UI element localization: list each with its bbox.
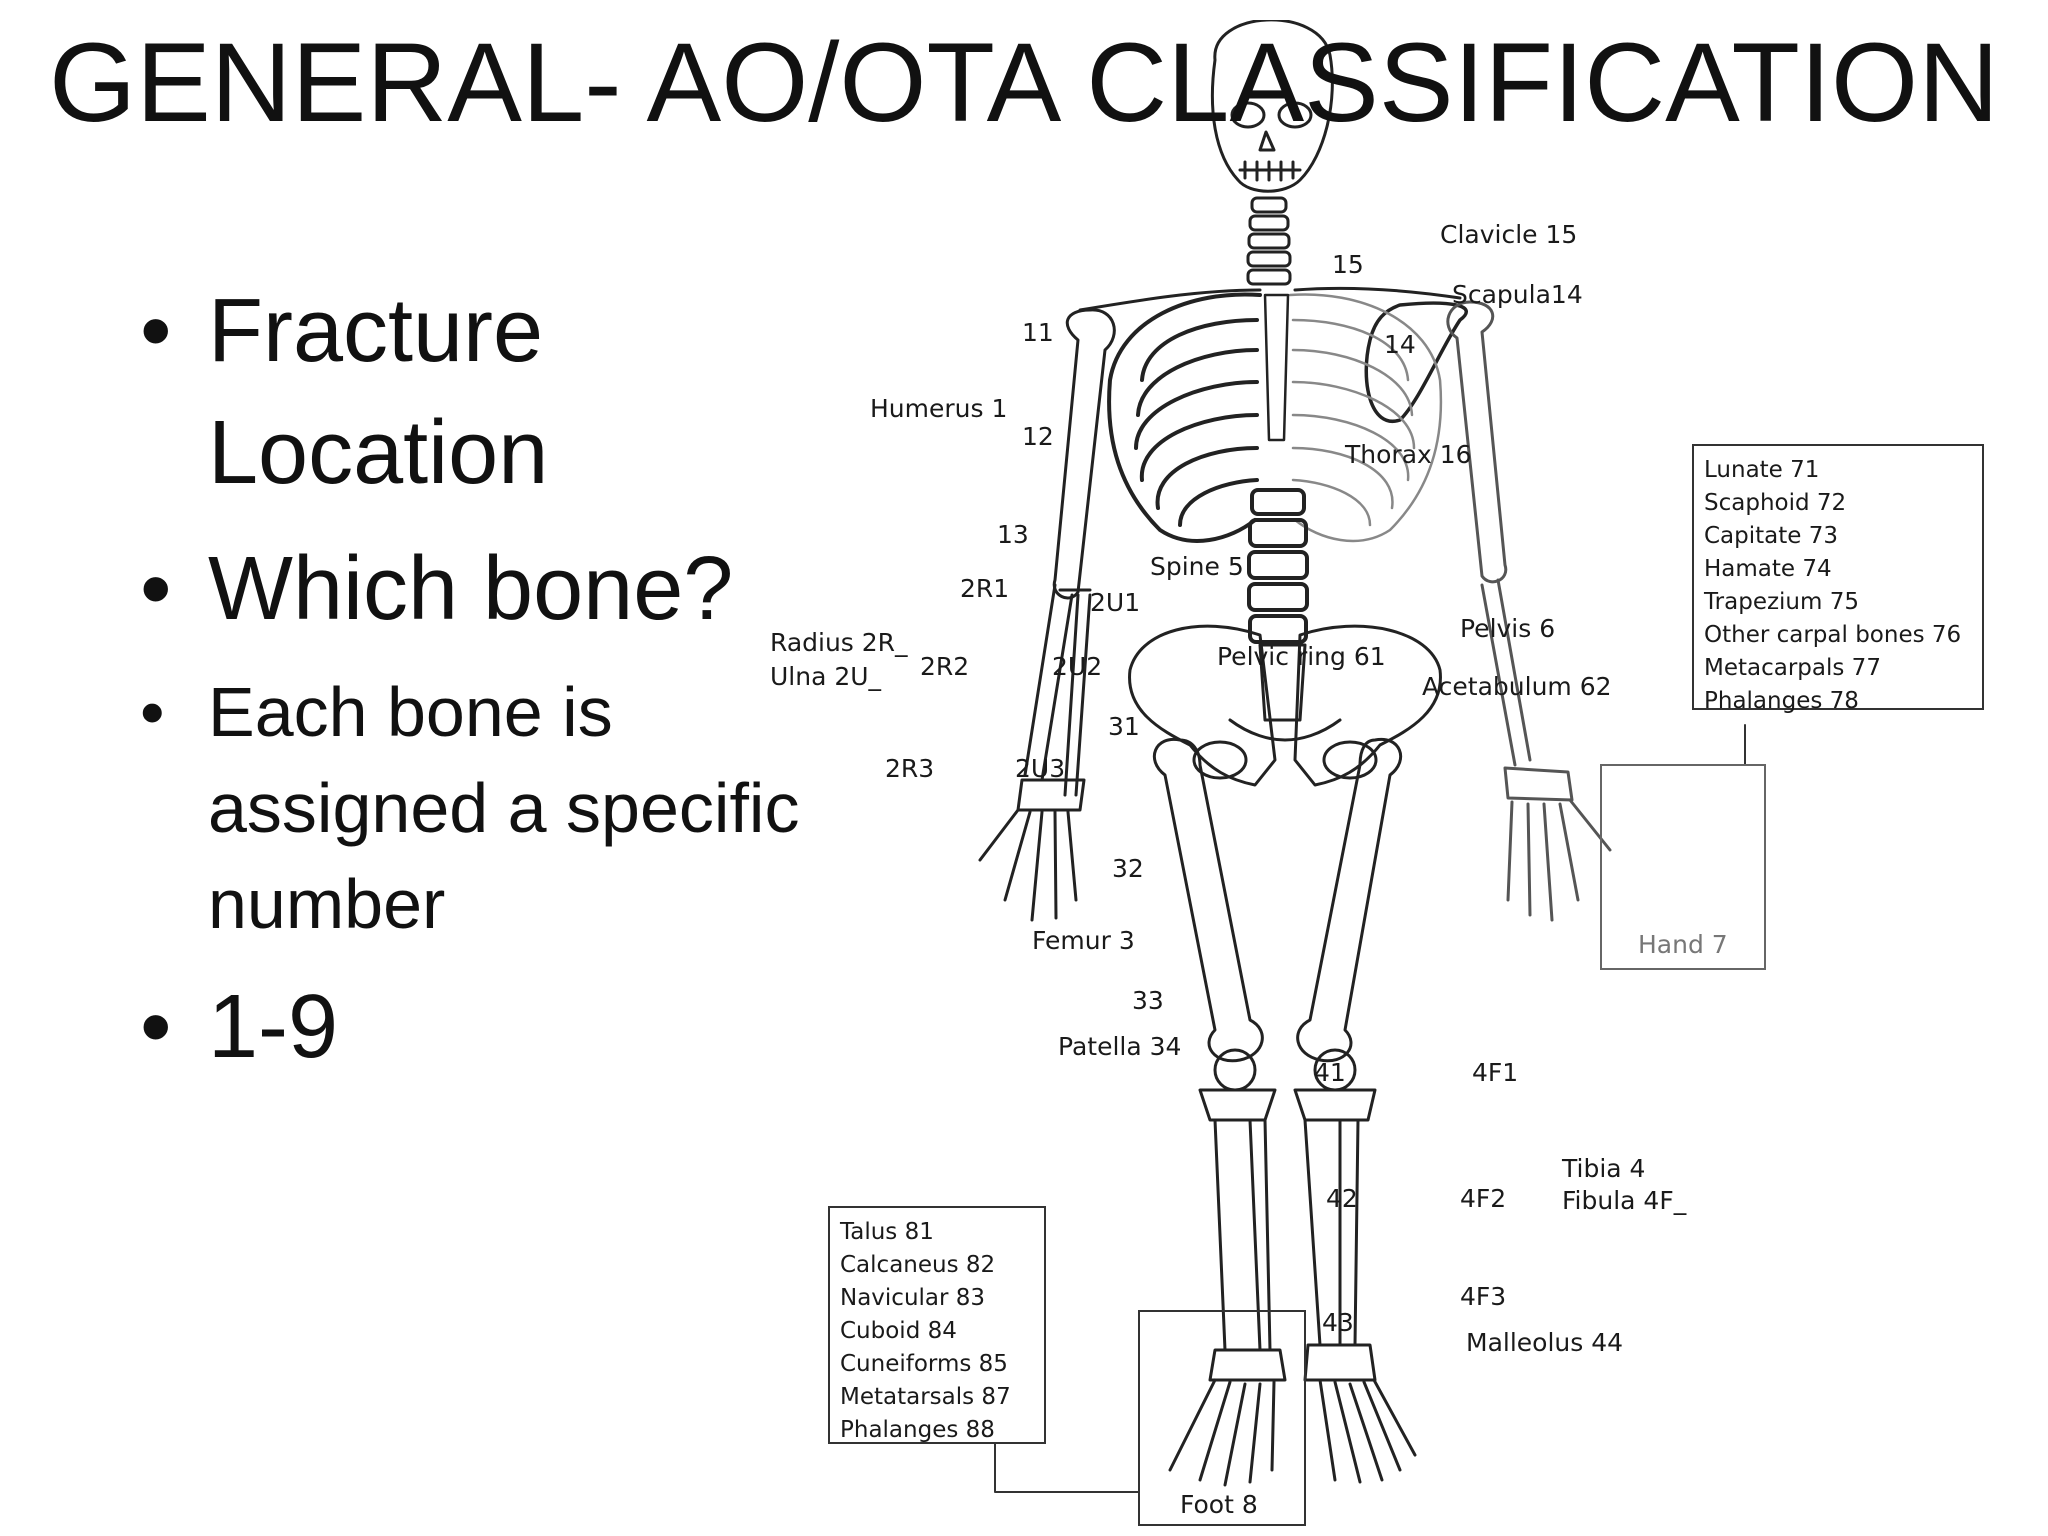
foot-frame (1138, 1310, 1306, 1526)
label-2u3: 2U3 (1015, 754, 1066, 783)
sternum (1263, 293, 1290, 442)
foot-box-connector (994, 1429, 1139, 1493)
label-code-41: 41 (1314, 1058, 1346, 1087)
label-thorax: Thorax 16 (1345, 440, 1472, 469)
bullet-each-bone: Each bone is assigned a specific number (140, 664, 830, 952)
label-ulna: Ulna 2U_ (770, 662, 882, 691)
label-humerus: Humerus 1 (870, 394, 1008, 423)
hand-bone-hamate: Hamate 74 (1704, 556, 1832, 582)
label-4f1: 4F1 (1472, 1058, 1519, 1087)
hand-bones-box: Lunate 71 Scaphoid 72 Capitate 73 Hamate… (1692, 444, 1984, 714)
label-code-12: 12 (1022, 422, 1054, 451)
hand-bone-metacarpals: Metacarpals 77 (1704, 655, 1881, 681)
hand-bone-capitate: Capitate 73 (1704, 523, 1839, 549)
hand-bone-other-carpal: Other carpal bones 76 (1704, 622, 1962, 648)
label-femur: Femur 3 (1032, 926, 1135, 955)
label-2r3: 2R3 (885, 754, 935, 783)
label-code-13: 13 (997, 520, 1029, 549)
label-code-31: 31 (1108, 712, 1140, 741)
label-code-42: 42 (1326, 1184, 1358, 1213)
rib-cage-left (1107, 292, 1262, 543)
hand-bone-trapezium: Trapezium 75 (1704, 589, 1859, 615)
label-2r2: 2R2 (920, 652, 970, 681)
label-scapula: Scapula14 (1452, 280, 1583, 309)
foot-bone-cuboid: Cuboid 84 (840, 1318, 957, 1344)
label-spine: Spine 5 (1150, 552, 1244, 581)
label-malleolus: Malleolus 44 (1466, 1328, 1624, 1357)
bullet-which-bone: Which bone? (140, 528, 830, 650)
hand-bone-scaphoid: Scaphoid 72 (1704, 490, 1847, 516)
hand-bone-lunate: Lunate 71 (1704, 457, 1820, 483)
label-code-32: 32 (1112, 854, 1144, 883)
label-fibula: Fibula 4F_ (1562, 1186, 1687, 1215)
label-code-43: 43 (1322, 1308, 1354, 1337)
pelvis (1128, 624, 1442, 787)
foot-bone-talus: Talus 81 (840, 1219, 934, 1245)
label-code-11: 11 (1022, 318, 1054, 347)
foot-bone-navicular: Navicular 83 (840, 1285, 986, 1311)
left-arm (978, 308, 1116, 922)
label-pelvic-ring: Pelvic ring 61 (1217, 642, 1386, 671)
label-pelvis: Pelvis 6 (1460, 614, 1556, 643)
right-arm (1446, 300, 1612, 922)
label-4f2: 4F2 (1460, 1184, 1507, 1213)
bullet-list: Fracture Location Which bone? Each bone … (140, 270, 830, 1102)
label-4f3: 4F3 (1460, 1282, 1507, 1311)
label-acetabulum: Acetabulum 62 (1422, 672, 1612, 701)
hand-frame (1600, 764, 1766, 970)
slide-title: GENERAL- AO/OTA CLASSIFICATION (48, 20, 2000, 145)
neck-vertebrae (1246, 196, 1292, 286)
right-leg (1293, 737, 1417, 1484)
foot-bone-calcaneus: Calcaneus 82 (840, 1252, 996, 1278)
label-code-15: 15 (1332, 250, 1364, 279)
hand-bone-phalanges: Phalanges 78 (1704, 688, 1859, 714)
label-2u1: 2U1 (1090, 588, 1141, 617)
label-clavicle: Clavicle 15 (1440, 220, 1578, 249)
label-tibia: Tibia 4 (1562, 1154, 1646, 1183)
skull (1210, 20, 1334, 193)
label-radius: Radius 2R_ (770, 628, 908, 657)
clavicle-left (1078, 288, 1262, 312)
foot-bone-phalanges: Phalanges 88 (840, 1417, 995, 1443)
bullet-range: 1-9 (140, 966, 830, 1088)
foot-bone-metatarsals: Metatarsals 87 (840, 1384, 1011, 1410)
label-patella: Patella 34 (1058, 1032, 1182, 1061)
skeleton-diagram: Clavicle 15 Scapula14 15 14 11 Humerus 1… (760, 20, 2000, 1530)
clavicle-right (1293, 286, 1462, 300)
foot-bone-cuneiforms: Cuneiforms 85 (840, 1351, 1008, 1377)
label-code-33: 33 (1132, 986, 1164, 1015)
label-foot: Foot 8 (1180, 1490, 1258, 1519)
label-hand: Hand 7 (1638, 930, 1728, 959)
label-2r1: 2R1 (960, 574, 1010, 603)
skeleton-drawing (978, 20, 1746, 1493)
foot-bones-box: Talus 81 Calcaneus 82 Navicular 83 Cuboi… (828, 1206, 1046, 1444)
rib-cage-right (1288, 293, 1443, 543)
label-2u2: 2U2 (1052, 652, 1103, 681)
bullet-fracture-location: Fracture Location (140, 270, 830, 514)
label-code-14: 14 (1384, 330, 1416, 359)
lumbar-spine (1247, 488, 1309, 644)
